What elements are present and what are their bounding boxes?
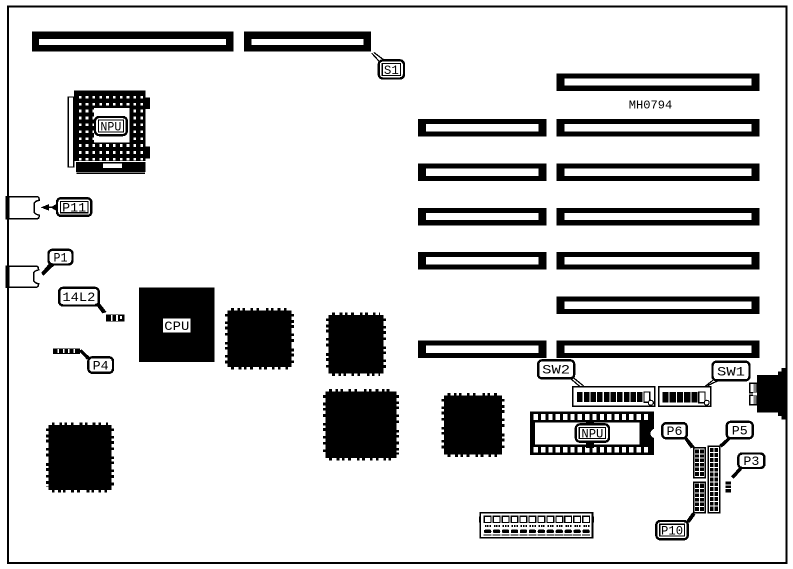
- svg-text:NPU: NPU: [581, 427, 603, 441]
- svg-text:SW2: SW2: [542, 364, 570, 378]
- svg-text:P5: P5: [732, 424, 748, 438]
- svg-text:MH0794: MH0794: [629, 99, 673, 113]
- svg-text:SW1: SW1: [717, 365, 745, 379]
- svg-text:CPU: CPU: [164, 319, 189, 334]
- svg-text:P11: P11: [62, 201, 86, 215]
- svg-text:NPU: NPU: [100, 120, 121, 134]
- svg-text:P6: P6: [667, 425, 683, 439]
- svg-text:P3: P3: [743, 455, 759, 469]
- svg-text:P10: P10: [661, 524, 683, 538]
- svg-text:S1: S1: [384, 64, 399, 78]
- svg-text:P4: P4: [93, 359, 109, 373]
- svg-text:14L2: 14L2: [62, 291, 95, 305]
- svg-text:P1: P1: [54, 251, 68, 265]
